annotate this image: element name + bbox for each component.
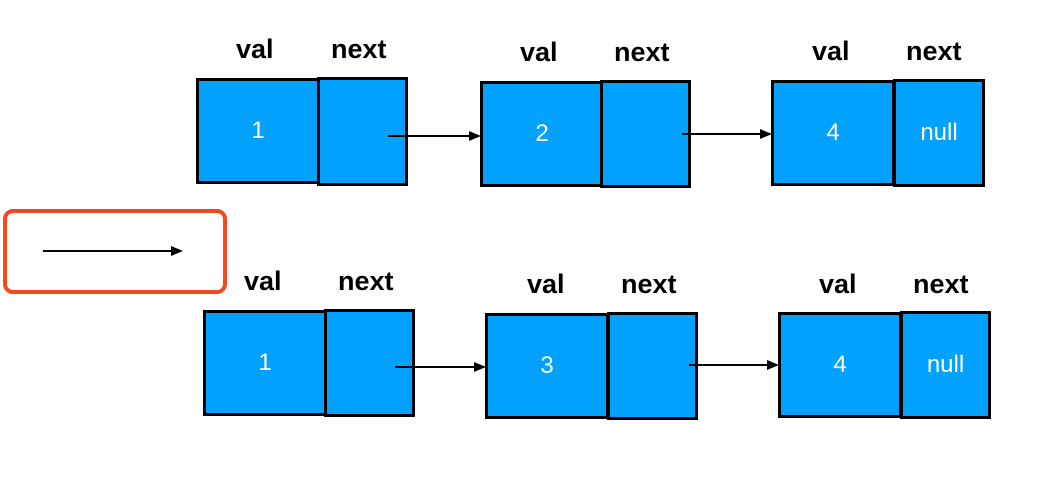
- list2-node3-val-cell: 4: [778, 312, 902, 418]
- highlighted-transition-box: [3, 209, 227, 294]
- list2-node1-next-cell: [324, 309, 415, 417]
- list1-node1-val-cell: 1: [196, 78, 320, 184]
- list2-node1-val-header: val: [244, 266, 282, 296]
- list1-node3-val-cell: 4: [771, 80, 895, 186]
- list1-node3-next-cell: null: [893, 79, 985, 187]
- list1-link-2-3-arrow-icon: [682, 129, 772, 139]
- list1-node2-val-cell: 2: [480, 81, 604, 187]
- list2-link-2-3-arrow-icon: [689, 360, 779, 370]
- list2-node2-next-cell: [607, 312, 698, 420]
- list1-node1-val-header: val: [236, 34, 274, 64]
- list2-node3-next-header: next: [913, 269, 969, 299]
- list1-node2-val-header: val: [520, 37, 558, 67]
- list1-node3-val-header: val: [812, 36, 850, 66]
- list2-node3-val-header: val: [819, 269, 857, 299]
- list2-node2-val-header: val: [527, 269, 565, 299]
- list2-node2-val-cell: 3: [485, 313, 609, 419]
- list2-node3-next-cell: null: [900, 311, 991, 419]
- list1-node1-next-cell: [317, 77, 408, 186]
- list1-node2-next-cell: [600, 80, 691, 188]
- list2-node1-val-cell: 1: [203, 310, 327, 416]
- list2-node2-next-header: next: [621, 269, 677, 299]
- list2-node1-next-header: next: [338, 266, 394, 296]
- transition-arrow-icon: [43, 246, 183, 256]
- list1-node3-next-header: next: [906, 36, 962, 66]
- list1-node2-next-header: next: [614, 37, 670, 67]
- list1-node1-next-header: next: [331, 34, 387, 64]
